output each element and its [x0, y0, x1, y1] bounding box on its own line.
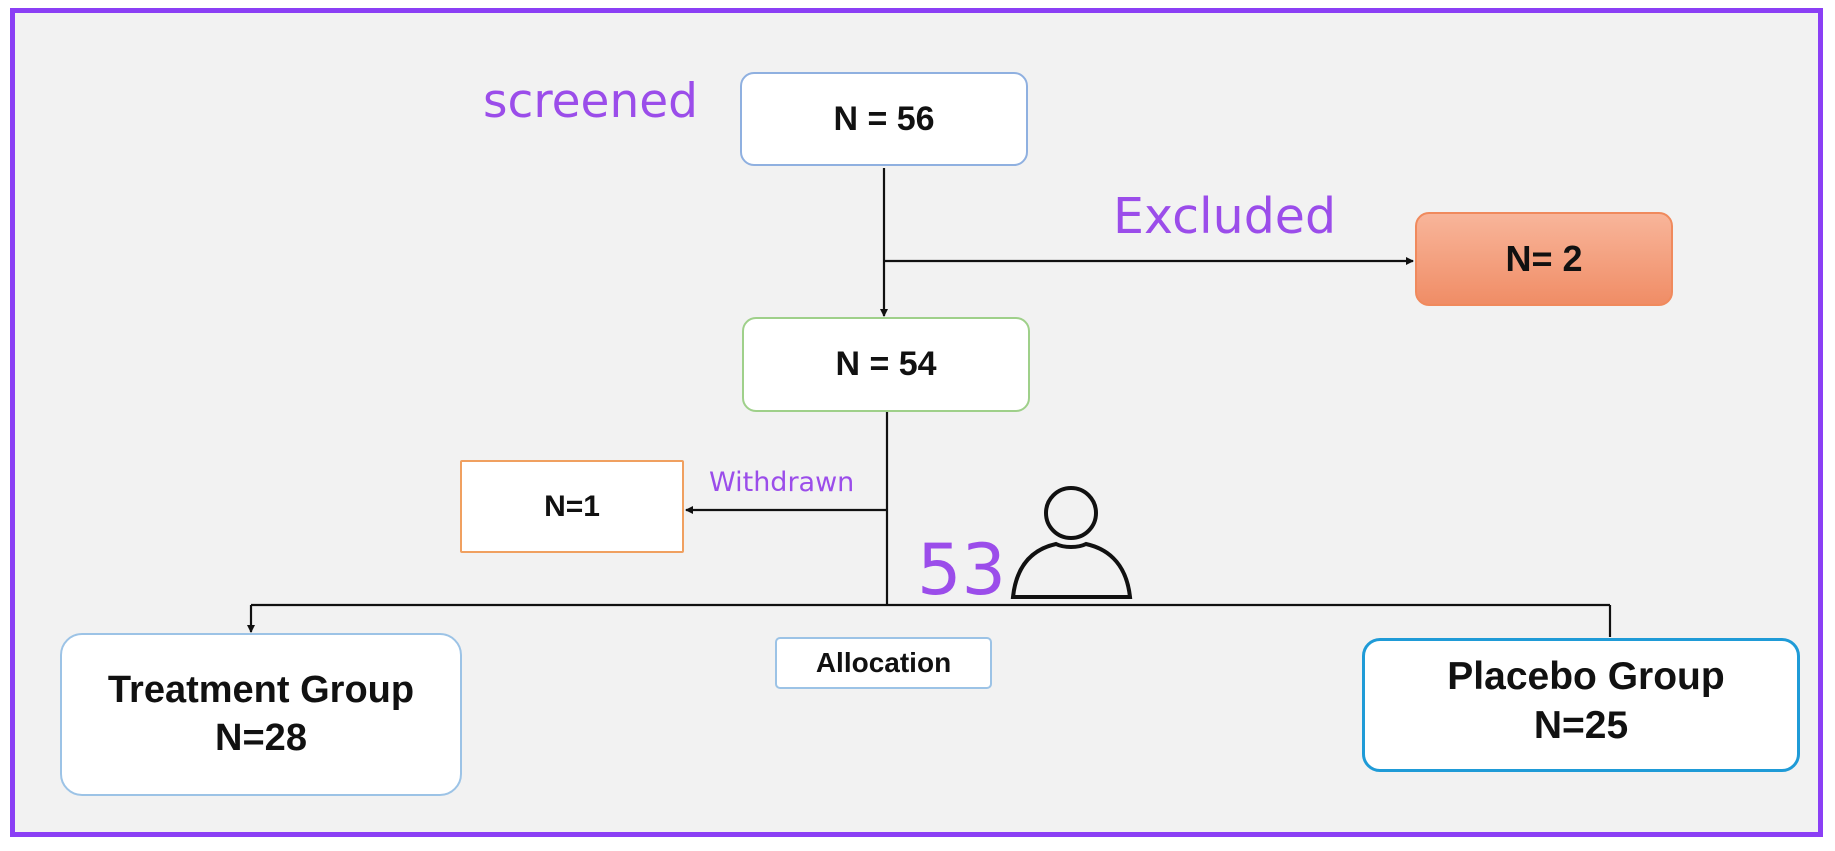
- placebo-group-count: N=25: [1533, 703, 1629, 747]
- placebo-group-box: Placebo Group N=25: [1362, 638, 1800, 772]
- withdrawn-count: N=1: [544, 489, 600, 523]
- excluded-label: Excluded: [1113, 188, 1337, 245]
- eligible-count: N = 54: [835, 345, 937, 383]
- excluded-count: N= 2: [1505, 238, 1583, 279]
- treatment-group-title: Treatment Group: [107, 669, 415, 711]
- treatment-group-count: N=28: [215, 716, 307, 759]
- treatment-group-box: Treatment Group N=28: [60, 633, 462, 796]
- eligible-box: N = 54: [742, 317, 1030, 412]
- person-icon: [1010, 486, 1133, 599]
- placebo-group-title: Placebo Group: [1447, 655, 1725, 698]
- excluded-box: N= 2: [1415, 212, 1673, 306]
- screened-box: N = 56: [740, 72, 1028, 166]
- screened-label: screened: [483, 74, 698, 129]
- withdrawn-label: Withdrawn: [709, 467, 855, 498]
- allocation-box: Allocation: [775, 637, 992, 689]
- allocation-label: Allocation: [815, 647, 952, 678]
- withdrawn-box: N=1: [460, 460, 684, 553]
- screened-count: N = 56: [833, 99, 935, 138]
- allocated-count: 53: [917, 529, 1007, 611]
